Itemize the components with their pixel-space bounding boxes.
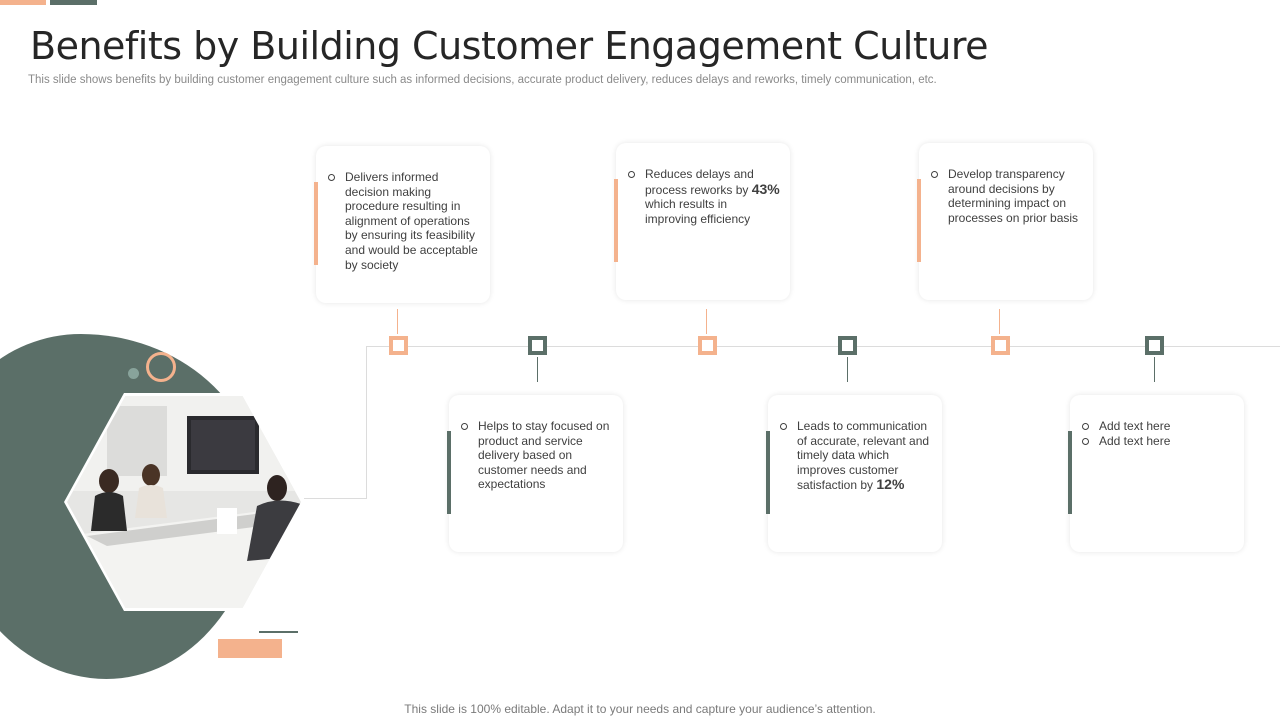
timeline-stem xyxy=(1154,357,1155,382)
timeline-stem xyxy=(397,309,398,334)
timeline-connector-vertical xyxy=(366,346,367,499)
card-text: which results in improving efficiency xyxy=(645,197,751,226)
decorative-line xyxy=(259,631,298,633)
timeline-stem xyxy=(999,309,1000,334)
card-bullet: Delivers informed decision making proced… xyxy=(328,170,482,272)
card-accent xyxy=(314,182,318,265)
card-bullet: Helps to stay focused on product and ser… xyxy=(461,419,615,492)
card-list: Leads to communication of accurate, rele… xyxy=(780,419,934,493)
card-bullet: Reduces delays and process reworks by 43… xyxy=(628,167,782,226)
card-highlight: 43% xyxy=(751,180,780,197)
card-list: Add text here Add text here xyxy=(1082,419,1236,448)
timeline-marker xyxy=(698,336,717,355)
timeline-stem xyxy=(537,357,538,382)
benefit-card-4: Leads to communication of accurate, rele… xyxy=(766,395,942,552)
timeline-marker xyxy=(528,336,547,355)
decorative-bar xyxy=(218,639,282,658)
benefit-card-6: Add text here Add text here xyxy=(1068,395,1244,552)
card-accent xyxy=(447,431,451,514)
decorative-dot xyxy=(128,368,139,379)
timeline-marker xyxy=(1145,336,1164,355)
card-bullet: Add text here xyxy=(1082,434,1236,449)
card-list: Delivers informed decision making proced… xyxy=(328,170,482,272)
benefit-card-1: Delivers informed decision making proced… xyxy=(314,146,490,303)
card-bullet: Develop transparency around decisions by… xyxy=(931,167,1085,225)
card-highlight: 12% xyxy=(876,476,905,493)
card-accent xyxy=(614,179,618,262)
card-text: Reduces delays and process reworks by xyxy=(645,167,754,197)
decorative-ring xyxy=(146,352,176,382)
benefit-card-3: Reduces delays and process reworks by 43… xyxy=(614,143,790,300)
card-text: Leads to communication of accurate, rele… xyxy=(797,419,930,493)
timeline-stem xyxy=(847,357,848,382)
card-accent xyxy=(1068,431,1072,514)
card-accent xyxy=(766,431,770,514)
top-accent-orange xyxy=(0,0,46,5)
card-bullet: Leads to communication of accurate, rele… xyxy=(780,419,934,493)
slide-footer: This slide is 100% editable. Adapt it to… xyxy=(404,702,876,716)
timeline-stem xyxy=(706,309,707,334)
slide-subtitle: This slide shows benefits by building cu… xyxy=(28,74,937,86)
benefit-card-2: Helps to stay focused on product and ser… xyxy=(447,395,623,552)
benefit-card-5: Develop transparency around decisions by… xyxy=(917,143,1093,300)
timeline-connector-horizontal xyxy=(304,498,367,499)
slide-title: Benefits by Building Customer Engagement… xyxy=(30,24,989,68)
timeline-axis xyxy=(366,346,1280,347)
card-bullet: Add text here xyxy=(1082,419,1236,434)
timeline-marker xyxy=(389,336,408,355)
card-list: Helps to stay focused on product and ser… xyxy=(461,419,615,492)
card-list: Reduces delays and process reworks by 43… xyxy=(628,167,782,226)
card-accent xyxy=(917,179,921,262)
top-accent-green xyxy=(50,0,97,5)
timeline-marker xyxy=(991,336,1010,355)
card-list: Develop transparency around decisions by… xyxy=(931,167,1085,225)
timeline-marker xyxy=(838,336,857,355)
